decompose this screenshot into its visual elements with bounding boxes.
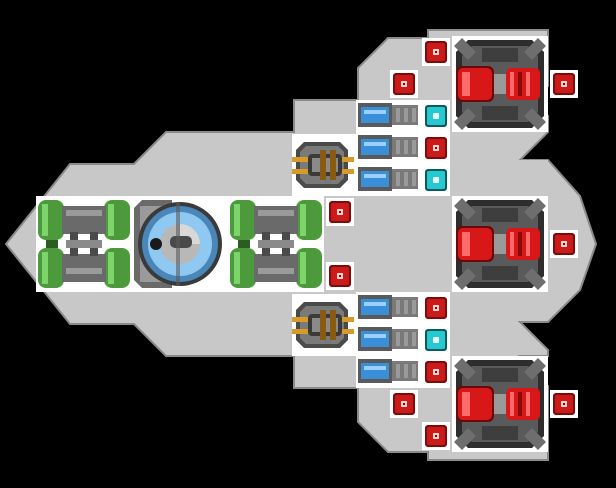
red-connector-icon[interactable] [326,262,354,290]
thruster-engine-icon[interactable] [452,36,548,132]
red-connector-icon[interactable] [422,38,450,66]
battery-cell-icon[interactable] [356,292,420,322]
red-connector-icon[interactable] [550,230,578,258]
red-connector-icon[interactable] [390,390,418,418]
reactor-core-icon[interactable] [132,196,228,292]
laser-cannon-icon[interactable] [292,296,354,354]
battery-cell-icon[interactable] [356,356,420,386]
battery-cell-icon[interactable] [356,100,420,130]
red-connector-icon[interactable] [550,70,578,98]
thruster-engine-icon[interactable] [452,196,548,292]
shield-node-icon[interactable] [422,326,450,354]
battery-cell-icon[interactable] [356,132,420,162]
red-connector-icon[interactable] [422,134,450,162]
battery-cell-icon[interactable] [356,164,420,194]
red-connector-icon[interactable] [422,422,450,450]
red-connector-icon[interactable] [422,358,450,386]
red-connector-icon[interactable] [326,198,354,226]
shield-node-icon[interactable] [422,102,450,130]
red-connector-icon[interactable] [550,390,578,418]
battery-cell-icon[interactable] [356,324,420,354]
shield-node-icon[interactable] [422,166,450,194]
thruster-engine-icon[interactable] [452,356,548,452]
fuel-tank-icon[interactable] [36,196,132,292]
red-connector-icon[interactable] [422,294,450,322]
laser-cannon-icon[interactable] [292,136,354,194]
fuel-tank-icon[interactable] [228,196,324,292]
red-connector-icon[interactable] [390,70,418,98]
